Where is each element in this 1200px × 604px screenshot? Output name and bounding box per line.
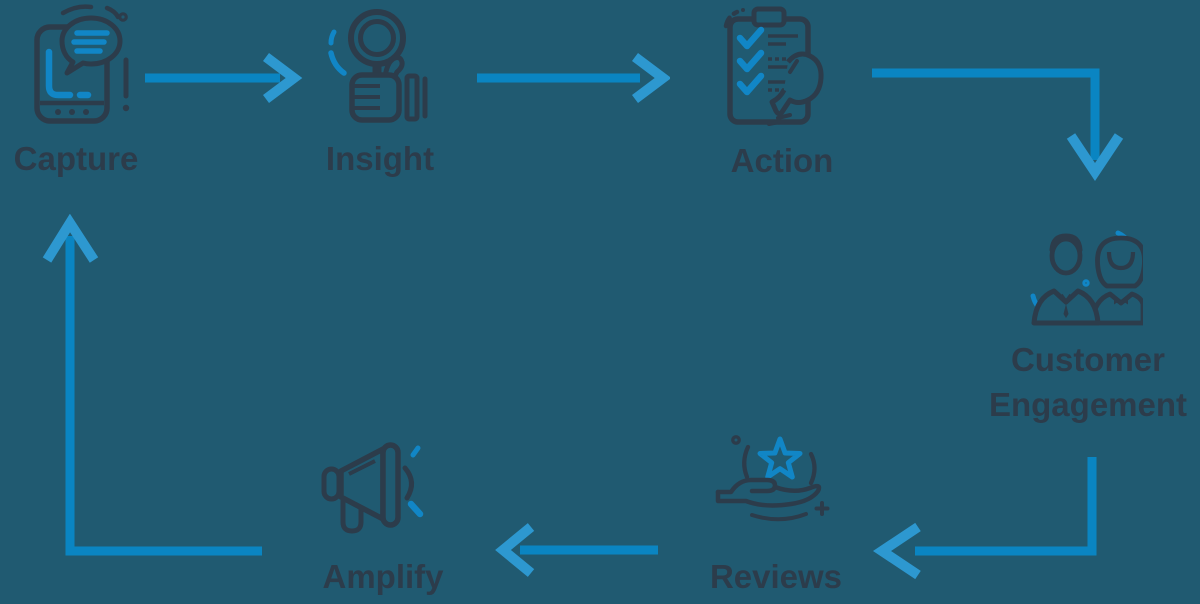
action-label: Action <box>730 142 834 179</box>
arrow-customer-engagement-to-reviews <box>872 457 1097 580</box>
customer-engagement-label: Customer Engagement <box>989 338 1187 428</box>
two-people-icon <box>1030 230 1143 326</box>
customer-engagement-label-line1: Customer <box>1010 341 1166 378</box>
amplify-label: Amplify <box>322 558 444 595</box>
arrow-capture-to-insight <box>145 53 303 103</box>
arrow-amplify-to-capture <box>42 214 262 556</box>
arrow-reviews-to-amplify <box>495 523 658 577</box>
arrow-insight-to-action <box>477 53 670 103</box>
customer-engagement-label-line2: Engagement <box>988 385 1188 423</box>
arrow-action-to-customer-engagement <box>872 68 1124 182</box>
insight-label: Insight <box>325 140 435 177</box>
capture-label: Capture <box>13 140 139 177</box>
phone-chat-icon <box>34 4 130 124</box>
hand-star-icon <box>715 435 830 522</box>
magnifier-hand-icon <box>328 9 428 123</box>
clipboard-checklist-icon <box>723 6 824 126</box>
megaphone-icon <box>321 442 424 534</box>
reviews-label: Reviews <box>709 558 843 595</box>
